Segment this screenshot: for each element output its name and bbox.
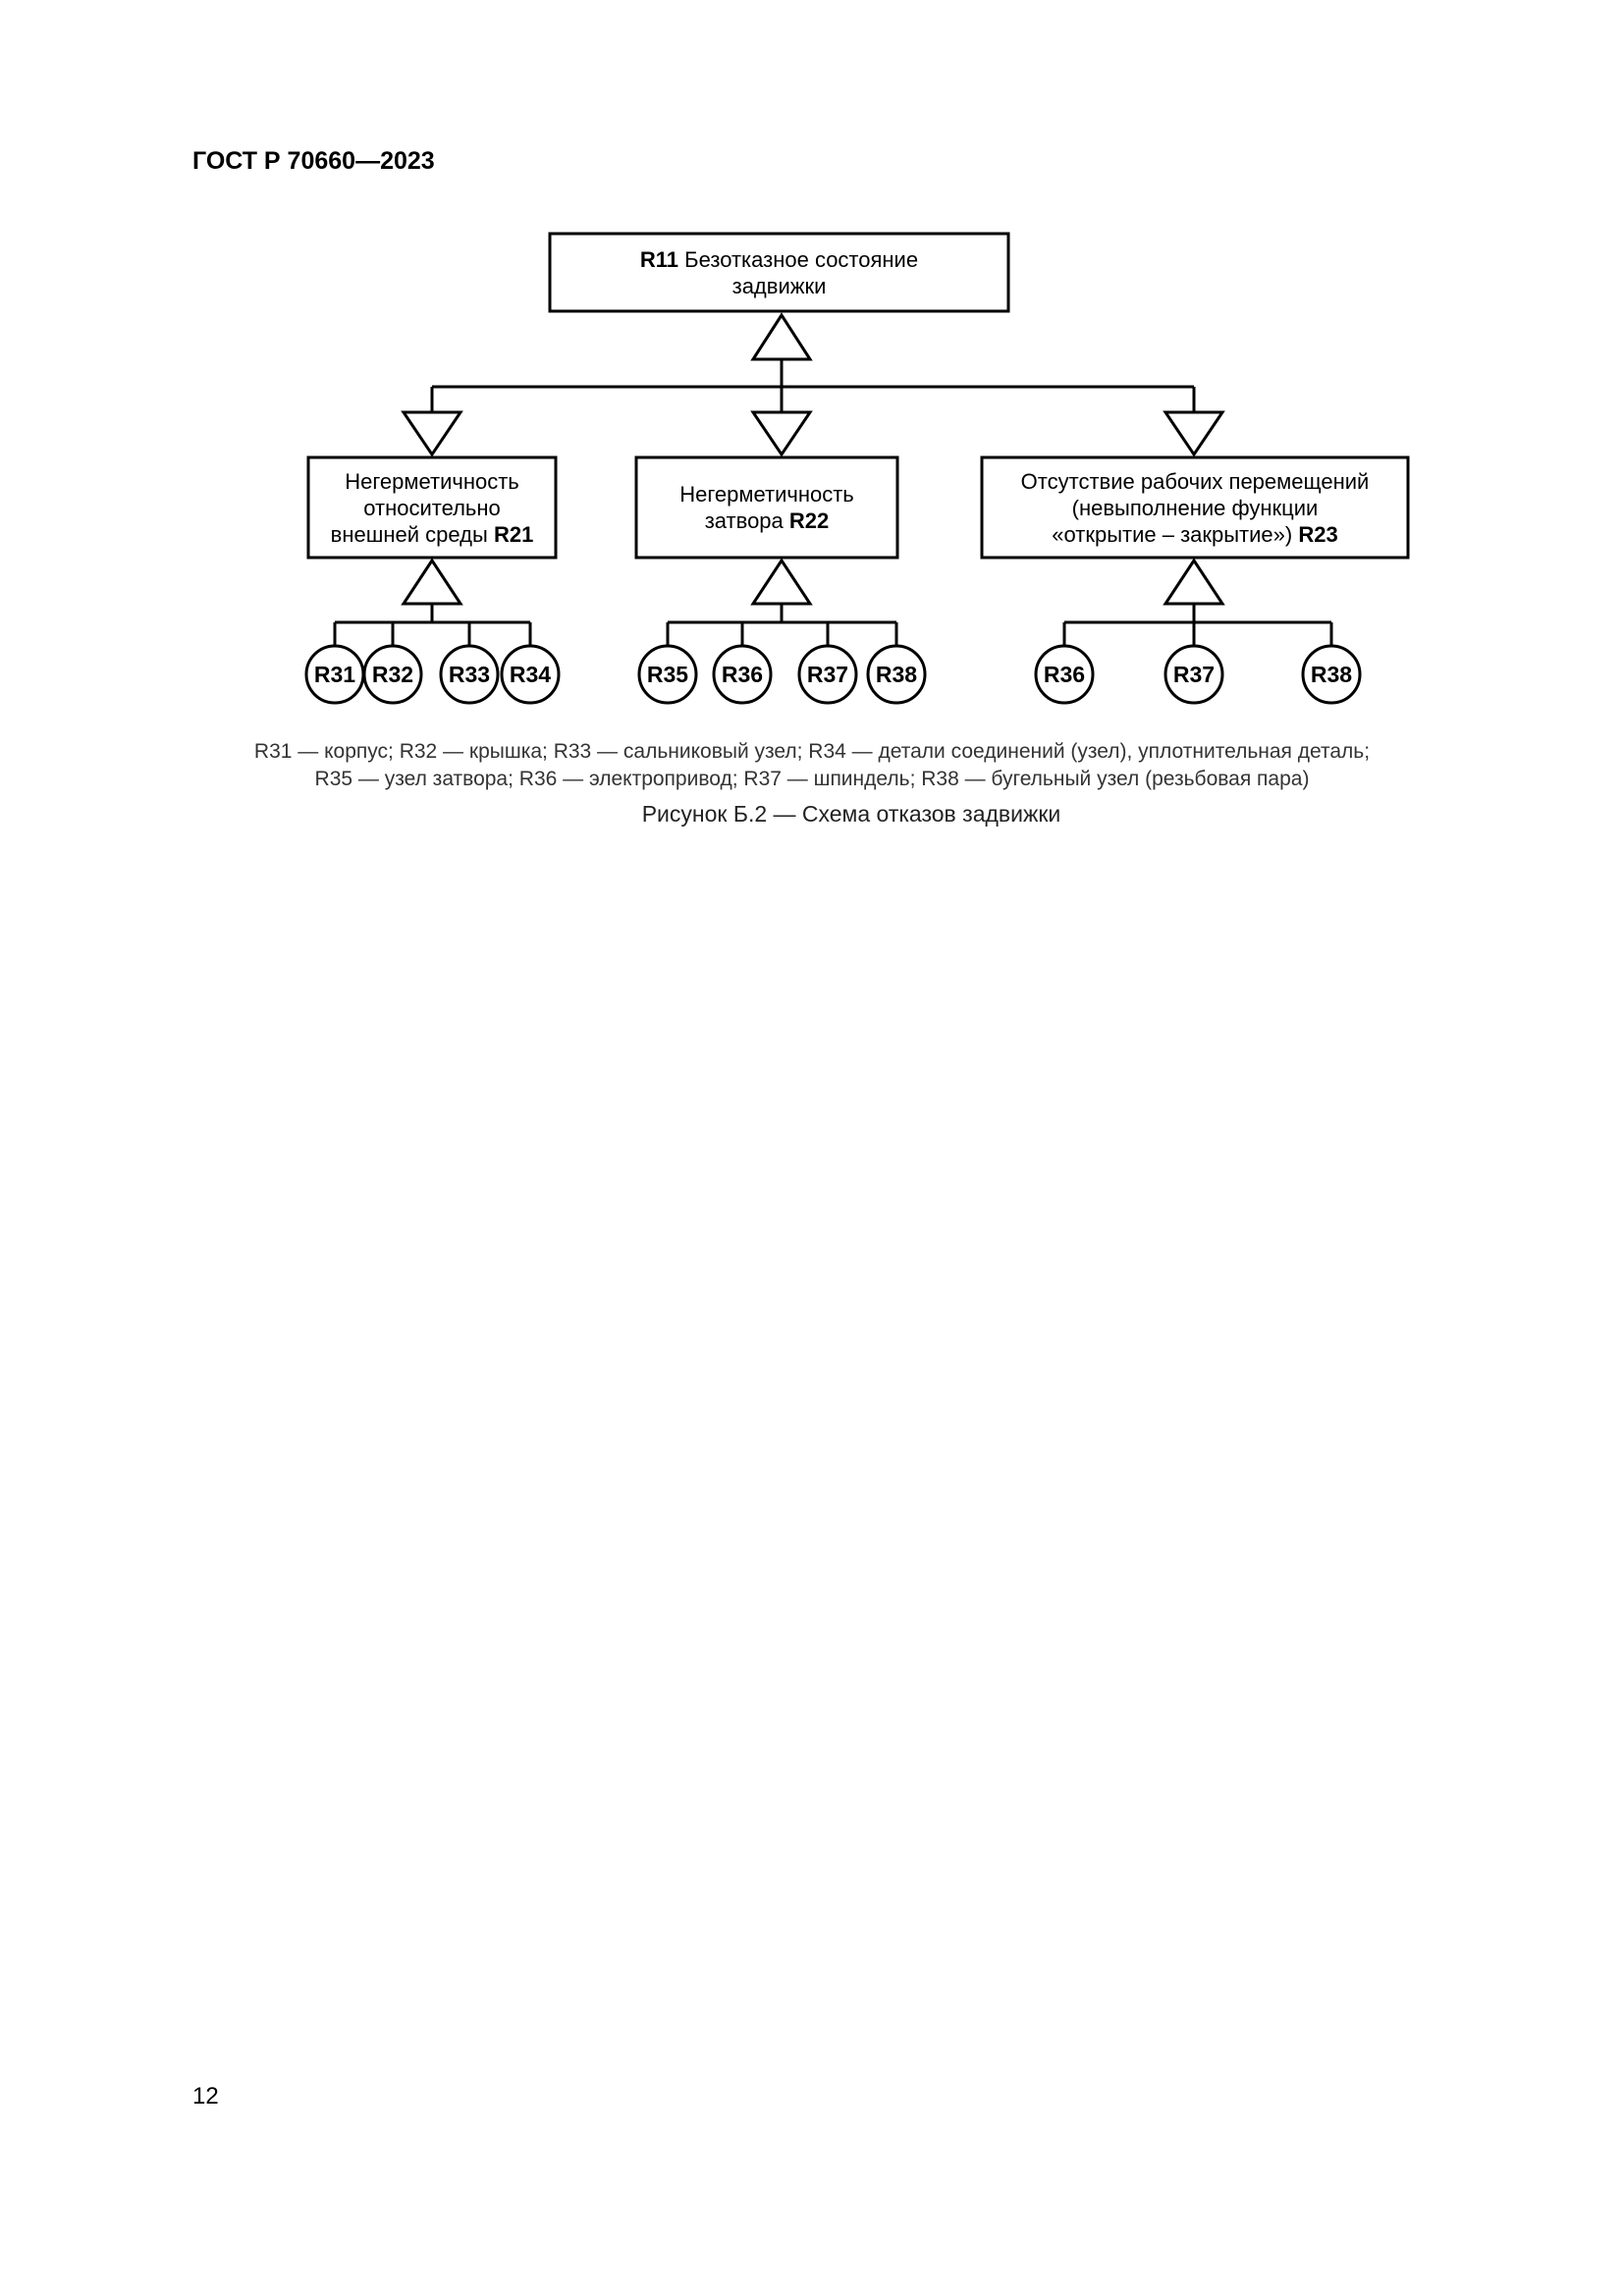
leaf-r38-circle bbox=[866, 644, 927, 705]
leaf-r34-circle bbox=[500, 644, 561, 705]
failure-tree-diagram bbox=[304, 232, 1410, 705]
leaf-r35-label: R35 bbox=[646, 661, 689, 687]
top-node-box bbox=[548, 232, 1010, 313]
r23-code: R23 bbox=[1298, 521, 1338, 547]
leaf-r37-label: R37 bbox=[806, 661, 849, 687]
leaf-r34-label: R34 bbox=[509, 661, 552, 687]
leaf-r33-label: R33 bbox=[448, 661, 491, 687]
r22-gate-triangle bbox=[750, 558, 813, 606]
r23-label: Отсутствие рабочих перемещений (невыполн… bbox=[984, 459, 1406, 556]
top-node-text-line1: Безотказное состояние bbox=[684, 246, 919, 272]
r23-line2: (невыполнение функции bbox=[1071, 495, 1319, 520]
leaf-r36-circle bbox=[712, 644, 773, 705]
leaf-r36-label: R36 bbox=[721, 661, 764, 687]
r22-box bbox=[634, 455, 899, 560]
r21-line3: внешней среды bbox=[330, 521, 488, 547]
r21-code: R21 bbox=[493, 521, 534, 547]
top-node-label: R11 Безотказное состояние задвижки bbox=[552, 236, 1006, 309]
leaf-r32-label: R32 bbox=[371, 661, 414, 687]
top-node-code: R11 bbox=[639, 246, 679, 272]
leaf-r37b-circle bbox=[1164, 644, 1224, 705]
document-header: ГОСТ Р 70660—2023 bbox=[192, 147, 435, 175]
leaf-r36b-circle bbox=[1034, 644, 1095, 705]
r21-box bbox=[306, 455, 558, 560]
figure-caption: Рисунок Б.2 — Схема отказов задвижки bbox=[641, 801, 1061, 827]
r23-line1: Отсутствие рабочих перемещений bbox=[1020, 468, 1370, 494]
legend-line2: R35 — узел затвора; R36 — электропривод;… bbox=[314, 768, 1310, 790]
r22-code: R22 bbox=[788, 508, 830, 533]
leaf-r32-circle bbox=[362, 644, 423, 705]
leaf-r38b-label: R38 bbox=[1310, 661, 1353, 687]
r22-line1: Негерметичность bbox=[679, 482, 854, 507]
leaf-r35-circle bbox=[637, 644, 698, 705]
leaf-r37-circle bbox=[797, 644, 858, 705]
arrow-to-r21 bbox=[401, 410, 463, 457]
r23-line3: «открытие – закрытие») bbox=[1052, 521, 1293, 547]
arrow-to-r23 bbox=[1163, 410, 1225, 457]
legend-line1: R31 — корпус; R32 — крышка; R33 — сальни… bbox=[253, 740, 1371, 763]
leaf-r38-label: R38 bbox=[875, 661, 918, 687]
r23-gate-triangle bbox=[1163, 558, 1225, 606]
leaf-r37b-label: R37 bbox=[1172, 661, 1216, 687]
top-gate-triangle bbox=[750, 312, 813, 361]
r21-line2: относительно bbox=[363, 495, 501, 520]
page-number: 12 bbox=[192, 2083, 219, 2109]
r21-line1: Негерметичность bbox=[345, 468, 519, 494]
leaf-r33-circle bbox=[439, 644, 500, 705]
leaf-r38b-circle bbox=[1301, 644, 1362, 705]
arrow-to-r22 bbox=[750, 410, 813, 457]
r22-label: Негерметичность затвора R22 bbox=[638, 459, 895, 556]
leaf-r36b-label: R36 bbox=[1043, 661, 1086, 687]
leaf-r31-label: R31 bbox=[313, 661, 356, 687]
r21-label: Негерметичность относительно внешней сре… bbox=[310, 459, 554, 556]
r21-gate-triangle bbox=[401, 558, 463, 606]
r22-line2: затвора bbox=[704, 508, 784, 533]
r23-box bbox=[980, 455, 1410, 560]
top-node-text-line2: задвижки bbox=[731, 273, 827, 298]
